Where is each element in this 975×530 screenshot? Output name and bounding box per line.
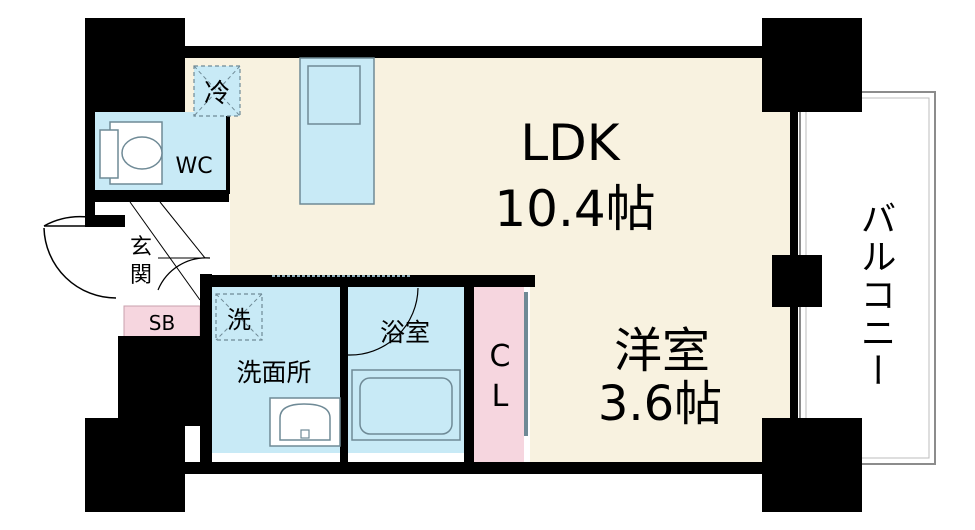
ldk-size: 10.4帖 <box>494 180 655 238</box>
balcony-label: バルコニー <box>855 200 896 390</box>
bath-label: 浴室 <box>380 318 430 347</box>
entrance-details <box>129 201 211 301</box>
shoe-box-label: SB <box>149 311 175 335</box>
closet-floor <box>472 286 524 462</box>
closet-label-2: L <box>492 379 509 414</box>
entrance-label-1: 玄 <box>130 235 152 260</box>
walls <box>85 18 862 512</box>
fridge-space: 冷 <box>193 65 241 117</box>
washer-label: 洗 <box>227 306 251 334</box>
western-room-size: 3.6帖 <box>598 376 722 432</box>
ldk-floor <box>185 56 795 284</box>
ldk-label: LDK <box>520 114 620 172</box>
sink-icon <box>269 397 341 447</box>
bath-door <box>347 287 419 356</box>
entrance-label-2: 関 <box>130 263 152 288</box>
kitchen-counter <box>299 57 375 205</box>
western-room-floor <box>530 276 795 464</box>
entrance-door <box>43 215 117 299</box>
western-room-label: 洋室 <box>614 323 710 379</box>
wc-label: WC <box>175 154 212 179</box>
closet-label-1: C <box>490 339 511 374</box>
balcony <box>799 91 936 465</box>
bathtub-icon <box>351 369 461 441</box>
washroom-label: 洗面所 <box>236 358 311 387</box>
toilet-icon <box>99 121 163 185</box>
fridge-label: 冷 <box>204 79 230 109</box>
washer-space: 洗 <box>215 293 263 341</box>
